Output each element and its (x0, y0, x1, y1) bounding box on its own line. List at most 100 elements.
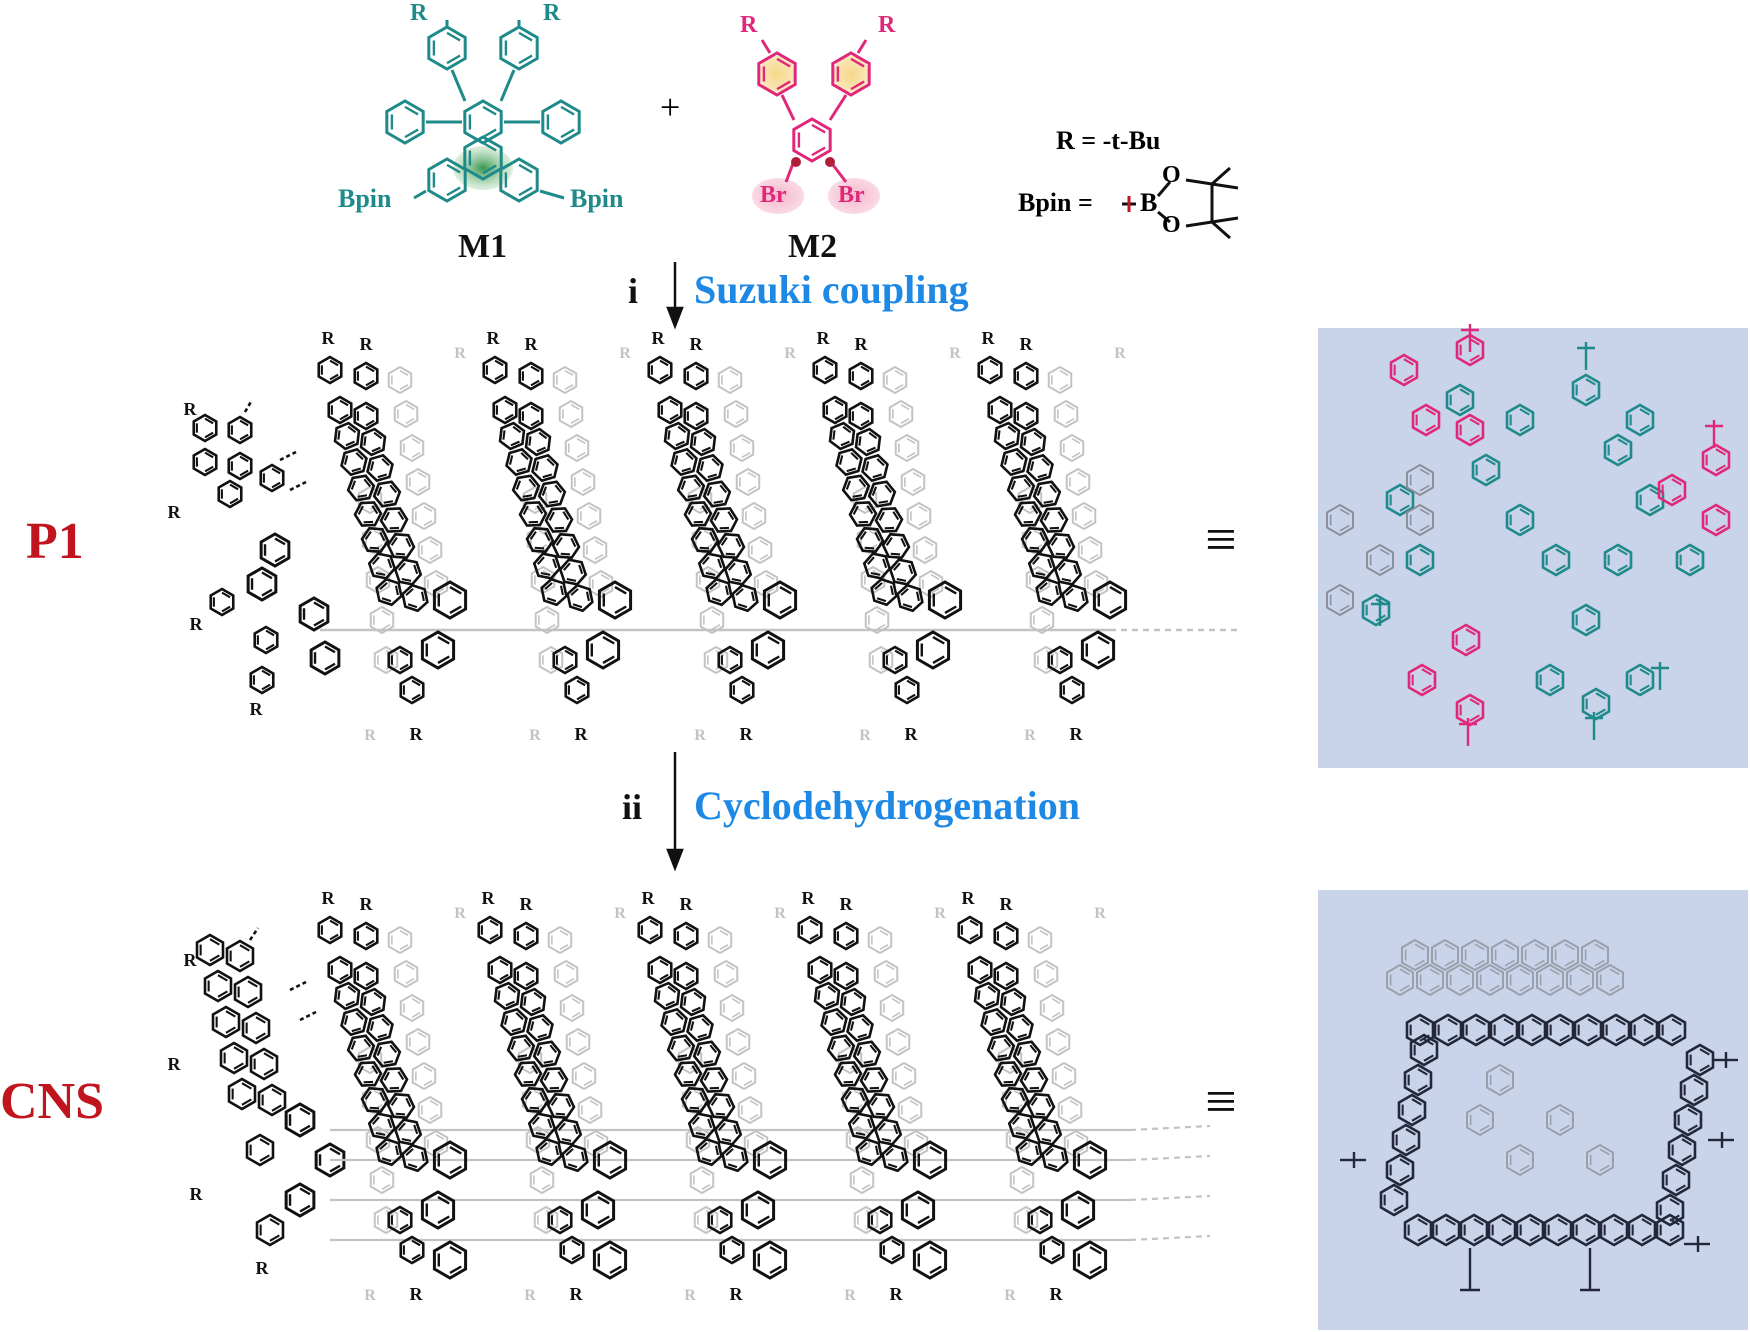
benzene-ring (513, 1061, 543, 1087)
double-bond (1459, 404, 1470, 412)
double-bond (221, 605, 231, 613)
substituent-label: R (360, 334, 374, 354)
benzene-ring (1401, 938, 1429, 972)
double-bond (929, 1265, 942, 1274)
double-bond (701, 505, 709, 515)
benzene-ring (420, 1190, 456, 1230)
double-bond (541, 1018, 550, 1027)
double-bond (1045, 963, 1055, 971)
substituent-label: R (949, 345, 961, 362)
double-bond (1687, 1124, 1698, 1132)
back-ring (1017, 485, 1043, 515)
bond (1185, 178, 1213, 186)
double-bond (1715, 464, 1726, 472)
double-bond (741, 693, 751, 701)
double-bond (1080, 591, 1085, 602)
double-bond (872, 473, 883, 479)
double-bond (404, 105, 419, 116)
double-bond (858, 478, 867, 488)
benzene-ring (245, 1133, 275, 1167)
benzene-ring (401, 583, 429, 613)
double-bond (449, 1146, 462, 1155)
benzene-ring (401, 1143, 429, 1173)
benzene-ring (828, 421, 856, 451)
double-bond (852, 1116, 860, 1125)
double-bond (405, 977, 415, 985)
double-bond (657, 990, 661, 1000)
substituent-label: R (690, 334, 704, 354)
benzene-ring (1026, 1092, 1056, 1120)
double-bond (339, 959, 349, 967)
double-bond (1032, 556, 1040, 565)
benzene-ring (752, 1240, 788, 1280)
benzene-ring (487, 955, 513, 985)
double-bond (667, 430, 671, 440)
double-bond (1405, 1144, 1416, 1152)
benzene-ring (1411, 403, 1441, 437)
benzene-ring (1487, 1213, 1517, 1247)
r-definition-text: R = -t-Bu (1056, 126, 1161, 155)
double-bond (1417, 1068, 1428, 1076)
benzene-ring (327, 955, 353, 985)
bond (1157, 210, 1171, 224)
substituent-label: R (652, 328, 666, 348)
double-bond (239, 433, 249, 441)
double-bond (999, 399, 1009, 407)
m2-r-left: R (740, 12, 758, 38)
double-bond (529, 530, 537, 540)
double-bond (1065, 588, 1074, 596)
double-bond (1055, 552, 1066, 556)
benzene-ring (284, 1102, 316, 1138)
back-ring (417, 1095, 443, 1125)
double-bond (1687, 1108, 1698, 1116)
double-bond (741, 679, 751, 687)
benzene-ring (333, 981, 361, 1011)
double-bond (1399, 488, 1410, 496)
back-ring (725, 1027, 751, 1057)
benzene-ring (699, 1067, 729, 1093)
benzene-ring (432, 1240, 468, 1280)
double-bond (999, 413, 1009, 421)
double-bond (560, 128, 575, 139)
double-bond (299, 1107, 311, 1116)
double-bond (540, 572, 551, 576)
double-bond (1071, 679, 1081, 687)
double-bond (1469, 698, 1480, 706)
double-bond (701, 446, 711, 453)
double-bond (1444, 943, 1455, 951)
double-bond (779, 605, 792, 614)
benzene-ring (841, 474, 871, 502)
double-bond (533, 991, 543, 1000)
back-ring (1063, 1129, 1089, 1159)
benzene-ring (1517, 1013, 1547, 1047)
double-bond (729, 649, 739, 657)
double-bond (577, 1031, 587, 1039)
benzene-ring (1032, 480, 1062, 508)
benzene-ring (1515, 1213, 1545, 1247)
double-bond (582, 485, 592, 493)
double-bond (894, 369, 904, 377)
double-bond (731, 1253, 741, 1261)
double-bond (1017, 1033, 1028, 1039)
benzene-ring (353, 961, 379, 991)
double-bond (912, 485, 922, 493)
benzene-ring (1571, 603, 1601, 637)
double-bond (536, 446, 546, 453)
double-bond (845, 979, 855, 987)
double-bond (417, 485, 427, 493)
double-bond (1039, 929, 1049, 937)
double-bond (329, 373, 339, 381)
double-bond (694, 530, 702, 540)
double-bond (554, 1145, 559, 1156)
substituent-label: R (529, 727, 541, 744)
benzene-ring (1603, 543, 1633, 577)
benzene-ring (1471, 453, 1501, 487)
substituent-label: R (694, 727, 706, 744)
benzene-ring (673, 1061, 703, 1087)
double-bond (885, 963, 895, 971)
benzene-ring (915, 630, 951, 670)
double-bond (1559, 1034, 1570, 1042)
benzene-ring (679, 987, 707, 1017)
benzene-ring (1403, 1213, 1433, 1247)
double-bond (894, 383, 904, 391)
